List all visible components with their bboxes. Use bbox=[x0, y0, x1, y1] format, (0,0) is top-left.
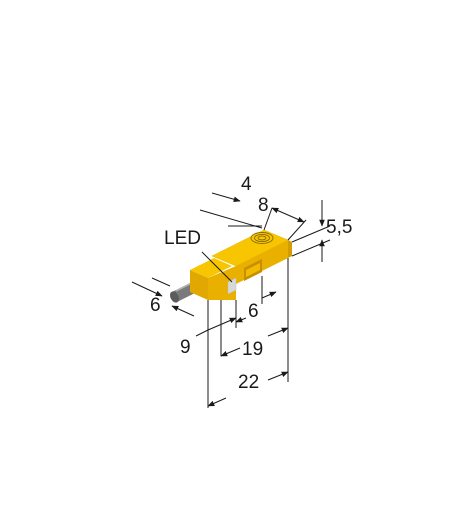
rear-housing bbox=[190, 258, 232, 300]
dimension-19: 19 bbox=[242, 339, 264, 360]
dimension-8: 8 bbox=[258, 195, 269, 216]
led-window bbox=[227, 277, 237, 295]
dimension-6-slot: 6 bbox=[248, 301, 259, 322]
dimension-9: 9 bbox=[180, 337, 191, 358]
dimension-22: 22 bbox=[238, 372, 260, 393]
dimension-4: 4 bbox=[241, 174, 252, 195]
dimension-5-5: 5,5 bbox=[326, 217, 353, 238]
dimension-6-cable: 6 bbox=[150, 295, 161, 316]
sensor-body bbox=[169, 229, 292, 303]
dimension-lines bbox=[131, 192, 331, 408]
led-label: LED bbox=[164, 228, 201, 249]
sensing-face-icon bbox=[250, 232, 274, 244]
